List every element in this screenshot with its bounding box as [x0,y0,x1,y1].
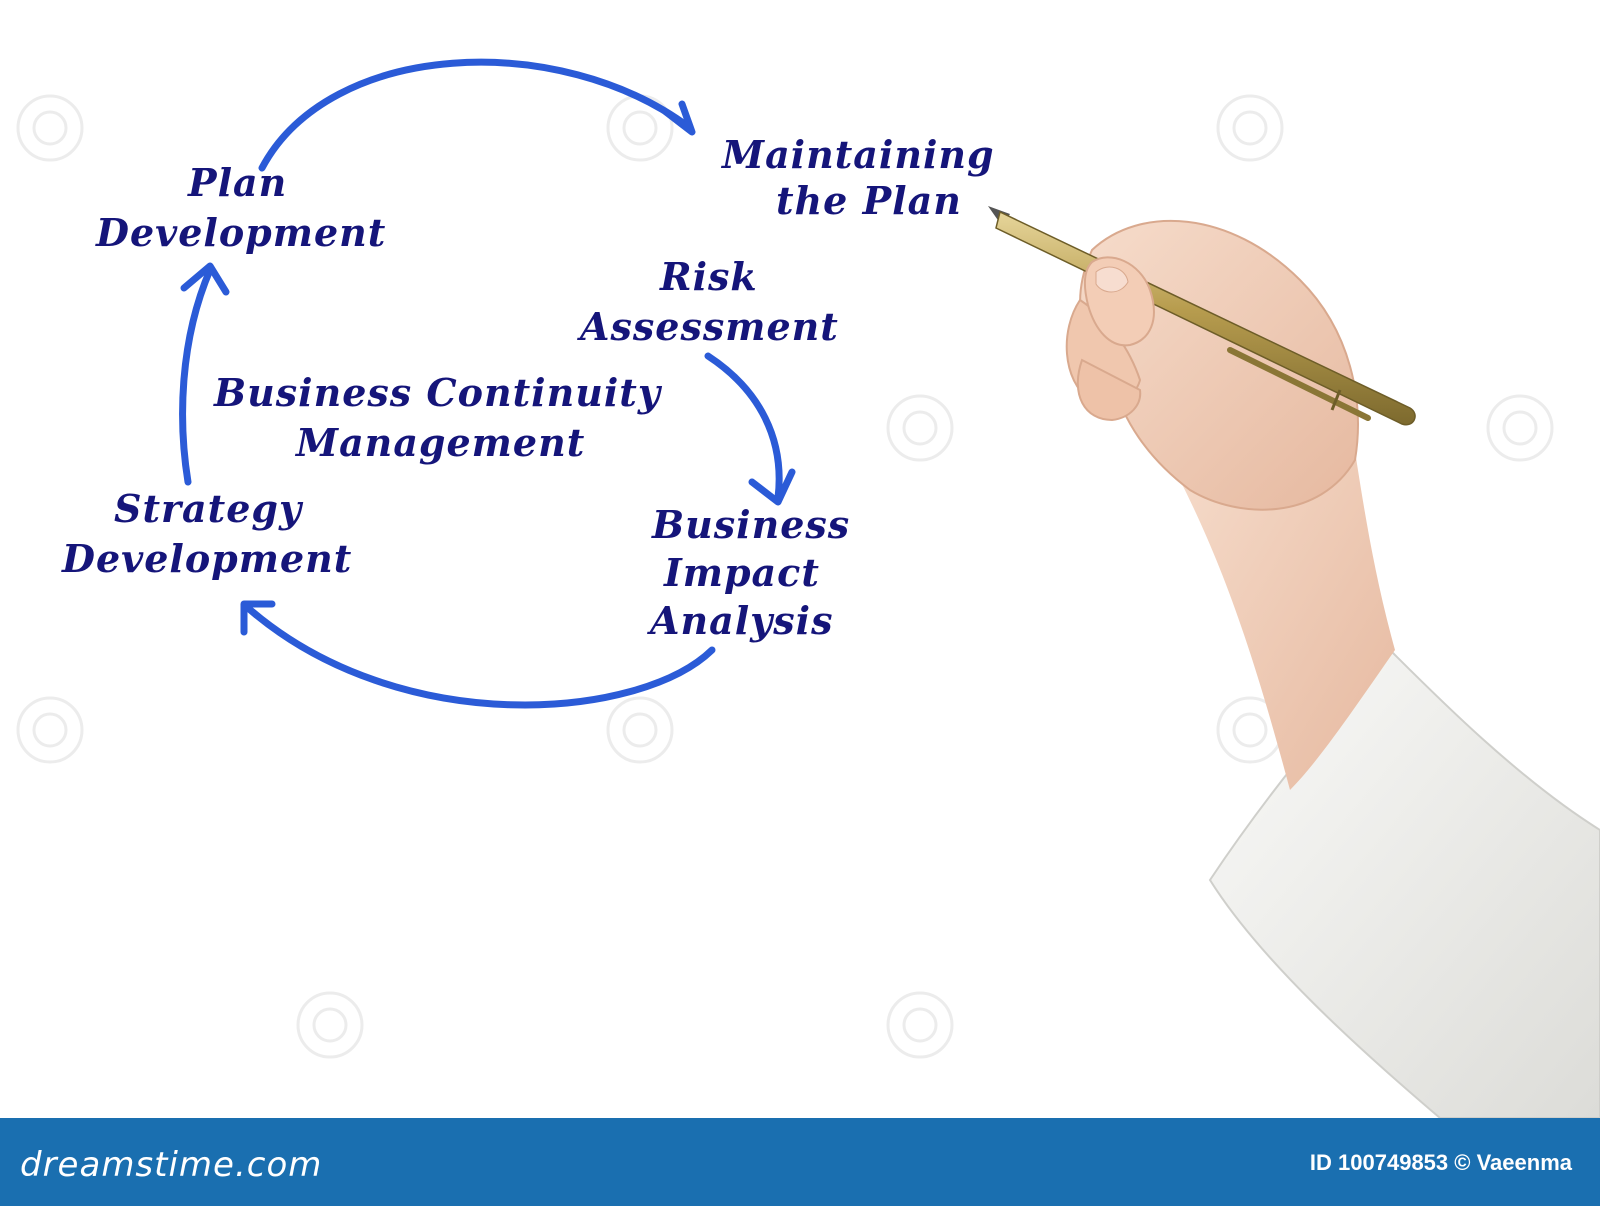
watermark-pattern [16,94,1554,1059]
footer-bar: dreamstime.com ID 100749853 © Vaeenma [0,1118,1600,1206]
center-title-line1: Business Continuity [213,370,663,415]
arrowhead-strategy [240,600,276,636]
footer-credit: ID 100749853 © Vaeenma [1310,1150,1573,1175]
node-business-impact-analysis: Business Impact Analysis [647,502,850,643]
node-risk-line1: Risk [659,254,758,299]
arrow-risk-to-bia [704,352,783,502]
arrowhead-bia [748,468,796,506]
node-plan-development: Plan Development [95,160,386,255]
node-bia-line2: Impact [663,550,820,595]
footer-brand: dreamstime.com [20,1145,322,1185]
finger-middle [1076,358,1142,422]
node-strategy-development: Strategy Development [61,486,352,581]
node-bia-line3: Analysis [647,598,833,643]
node-risk-line2: Assessment [577,304,839,349]
arrowhead-plan [180,262,230,296]
node-plan-line2: Development [95,210,386,255]
thumbnail [1095,266,1129,293]
node-strategy-line1: Strategy [114,486,304,531]
footer-background [0,1118,1600,1206]
arrow-bia-to-strategy [244,604,716,709]
arrowhead-maintaining [662,100,696,136]
node-maintaining-line1: Maintaining [720,132,995,177]
node-maintaining-the-plan: Maintaining the Plan [720,132,995,223]
forearm [1180,420,1395,790]
node-bia-line1: Business [651,502,850,547]
node-plan-line1: Plan [187,160,287,205]
pen-band [1330,389,1342,411]
arrow-strategy-to-plan [179,266,214,486]
node-risk-assessment: Risk Assessment [577,254,839,349]
arrow-plan-to-maintaining [258,58,694,172]
cycle-arrows [179,58,796,709]
node-maintaining-line2: the Plan [776,178,962,223]
node-strategy-line2: Development [61,536,352,581]
center-title-line2: Management [294,420,585,465]
pen-clip [1227,347,1371,421]
hand-illustration [988,206,1600,1119]
center-title: Business Continuity Management [213,370,663,465]
sleeve [1208,648,1600,1119]
